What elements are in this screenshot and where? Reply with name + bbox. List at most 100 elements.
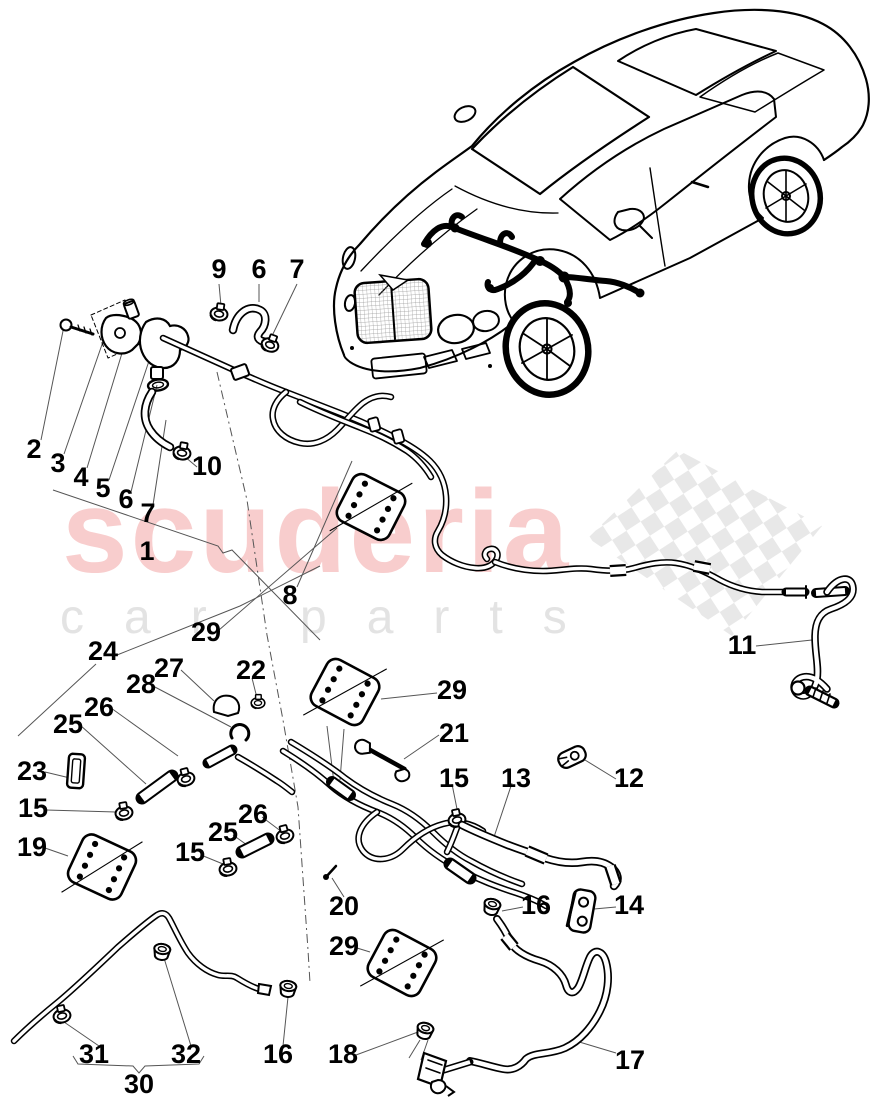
elbow-27 xyxy=(212,694,241,718)
clamp-7 xyxy=(258,330,283,356)
fork-bracket-21 xyxy=(354,738,411,783)
callout-29-bottom: 29 xyxy=(329,931,359,961)
callout-24: 24 xyxy=(88,636,118,666)
fitting-4 xyxy=(122,298,140,320)
callout-31: 31 xyxy=(79,1039,109,1069)
callout-2: 2 xyxy=(26,434,41,464)
hose-13 xyxy=(457,820,622,891)
callout-17: 17 xyxy=(615,1045,645,1075)
callout-10: 10 xyxy=(192,451,222,481)
vacuum-line-8 xyxy=(159,334,810,599)
callout-28: 28 xyxy=(126,669,156,699)
callout-23: 23 xyxy=(17,756,47,786)
license-plate-area xyxy=(370,352,428,380)
callout-19: 19 xyxy=(17,832,47,862)
callout-25-left: 25 xyxy=(53,709,83,739)
front-grille xyxy=(353,273,433,345)
callout-8: 8 xyxy=(282,580,297,610)
callout-15-mid: 15 xyxy=(439,763,469,793)
rear-window xyxy=(699,52,825,113)
hose-6 xyxy=(228,304,271,347)
pad-29-mid xyxy=(299,641,391,743)
valve-assembly xyxy=(59,298,283,463)
watermark-brand-text: scuderia xyxy=(62,466,571,598)
brand-emblem xyxy=(378,273,410,291)
clip-12 xyxy=(557,745,587,769)
callout-4: 4 xyxy=(73,462,88,492)
callout-26-left: 26 xyxy=(84,692,114,722)
callout-16-bottom: 16 xyxy=(263,1039,293,1069)
grommet-32 xyxy=(151,941,172,963)
sunroof xyxy=(617,28,777,96)
windshield xyxy=(470,65,651,196)
open-fitting xyxy=(256,982,273,997)
front-wheel xyxy=(502,300,592,398)
clamp-15a xyxy=(112,799,135,823)
sleeve-23 xyxy=(65,752,87,790)
callout-26-mid: 26 xyxy=(238,799,268,829)
rear-wheel xyxy=(749,155,823,237)
group-bracket-30 xyxy=(72,1055,205,1074)
callout-7-left: 7 xyxy=(140,498,155,528)
callout-6-left: 6 xyxy=(118,484,133,514)
car-illustration xyxy=(332,8,870,398)
left-mirror xyxy=(453,105,477,123)
checkered-flag-watermark xyxy=(588,450,822,636)
callout-9: 9 xyxy=(211,254,226,284)
grommet-18 xyxy=(413,1020,436,1042)
callout-29-top: 29 xyxy=(191,617,221,647)
callout-6-top: 6 xyxy=(251,254,266,284)
headlight-inner xyxy=(472,309,500,333)
clamp-26b xyxy=(272,822,297,846)
callout-3: 3 xyxy=(50,448,65,478)
callout-14: 14 xyxy=(614,890,644,920)
bolt-2 xyxy=(59,318,95,336)
right-parts xyxy=(445,745,622,934)
clamp-9 xyxy=(208,301,231,323)
callout-22: 22 xyxy=(236,655,266,685)
callout-30: 30 xyxy=(124,1069,154,1099)
pad-19 xyxy=(57,817,147,917)
callout-5: 5 xyxy=(95,473,110,503)
callout-32: 32 xyxy=(171,1039,201,1069)
vacuum-line-11 xyxy=(790,575,857,709)
callout-16-right: 16 xyxy=(521,890,551,920)
door-handle xyxy=(690,180,710,189)
hose-17 xyxy=(413,915,612,1097)
callout-labels: 9 6 7 2 3 4 5 6 7 1 10 8 11 24 29 27 22 … xyxy=(17,254,756,1099)
end-bracket xyxy=(416,1051,474,1097)
callout-25-mid: 25 xyxy=(208,817,238,847)
callout-15-lower: 15 xyxy=(175,837,205,867)
engine-harness xyxy=(421,212,645,307)
grommet-16b xyxy=(277,978,298,1000)
callout-12: 12 xyxy=(614,763,644,793)
side-mirror xyxy=(613,207,653,239)
callout-1: 1 xyxy=(139,536,154,566)
callout-11: 11 xyxy=(728,630,757,660)
bracket-14 xyxy=(565,888,597,934)
callout-20: 20 xyxy=(329,891,359,921)
headlight-outer xyxy=(437,313,475,345)
pad-29-bottom xyxy=(356,912,448,1014)
grommet-16a xyxy=(481,896,503,918)
clamp-10 xyxy=(171,439,194,463)
callout-21: 21 xyxy=(439,718,469,748)
callout-15-left: 15 xyxy=(18,793,48,823)
ring-clamp xyxy=(146,378,170,392)
callout-18: 18 xyxy=(328,1039,358,1069)
watermark-tagline-text: car parts xyxy=(60,591,607,644)
callout-13: 13 xyxy=(501,763,531,793)
side-window xyxy=(559,90,777,241)
bracket-3 xyxy=(100,314,143,355)
small-parts-left xyxy=(65,693,411,880)
clamp-15c xyxy=(216,855,239,879)
c-clip-28 xyxy=(229,722,251,742)
hose-10 xyxy=(140,387,175,452)
callout-7-top: 7 xyxy=(289,254,304,284)
clamp-26a xyxy=(173,765,198,789)
callout-27: 27 xyxy=(154,653,184,683)
line-30-assembly xyxy=(10,910,298,1045)
clip-22 xyxy=(250,693,266,710)
